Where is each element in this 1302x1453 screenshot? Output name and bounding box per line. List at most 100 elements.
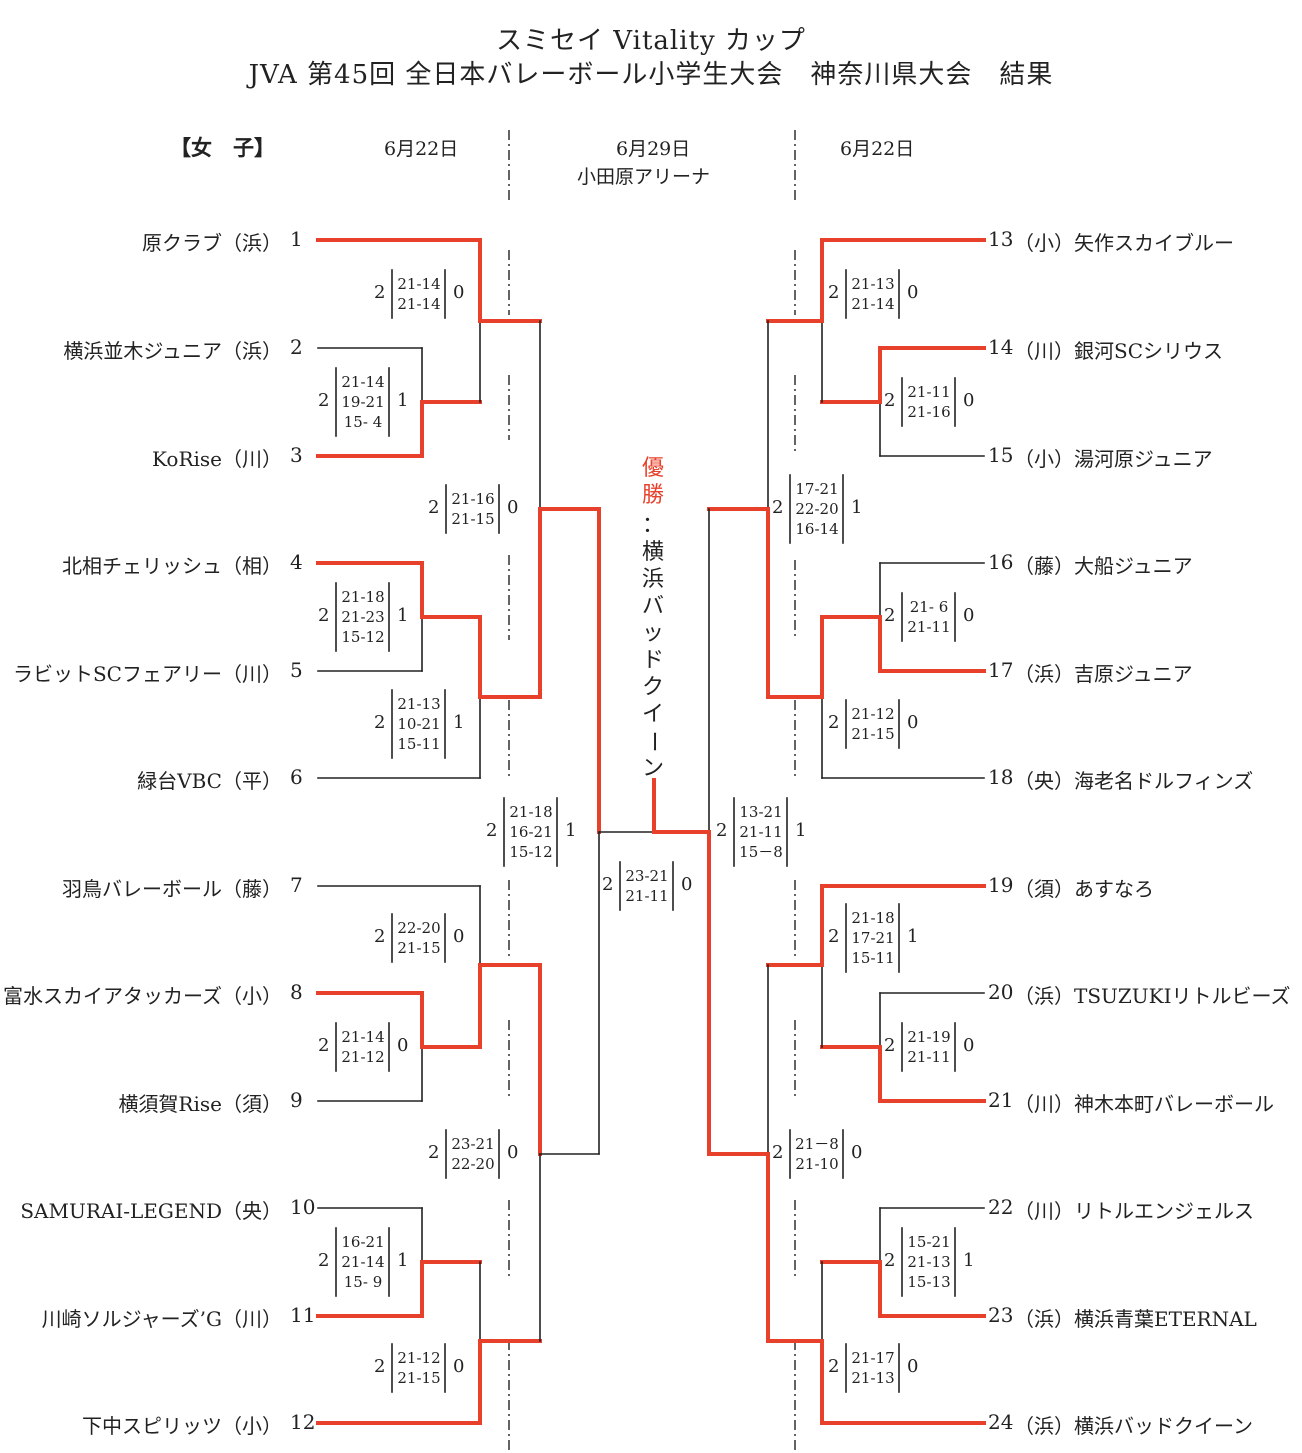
team-name-right: （川）神木本町バレーボール bbox=[1014, 1092, 1274, 1116]
set-score: 21- 6 bbox=[909, 598, 949, 616]
match-wins-left: 2 bbox=[318, 605, 330, 626]
match-wins-right: 0 bbox=[907, 282, 919, 303]
match-wins-right: 0 bbox=[397, 1035, 409, 1056]
set-score: 15-21 bbox=[907, 1233, 951, 1251]
set-score: 21-13 bbox=[397, 695, 441, 713]
match-wins-right: 1 bbox=[397, 1250, 409, 1271]
match-wins-left: 2 bbox=[374, 1356, 386, 1377]
set-score: 21-16 bbox=[451, 490, 495, 508]
team-seed-left: 3 bbox=[290, 443, 303, 467]
date-right: 6月22日 bbox=[840, 138, 915, 160]
team-seed-left: 1 bbox=[290, 227, 303, 251]
team-name-left: 緑台VBC（平） bbox=[137, 769, 282, 793]
set-score: 21-14 bbox=[341, 1253, 385, 1271]
team-seed-left: 7 bbox=[290, 873, 303, 897]
set-score: 15-11 bbox=[397, 735, 441, 753]
team-seed-left: 12 bbox=[290, 1410, 316, 1434]
match-wins-right: 0 bbox=[963, 605, 975, 626]
match-wins-right: 0 bbox=[851, 1142, 863, 1163]
team-name-right: （浜）横浜青葉ETERNAL bbox=[1014, 1307, 1257, 1331]
set-score: 16-21 bbox=[341, 1233, 385, 1251]
match-wins-right: 0 bbox=[681, 874, 693, 895]
team-name-right: （川）銀河SCシリウス bbox=[1014, 339, 1224, 363]
match-wins-left: 2 bbox=[602, 874, 614, 895]
set-score: 21-12 bbox=[851, 705, 895, 723]
set-score: 15- 4 bbox=[343, 413, 383, 431]
set-score: 21-14 bbox=[397, 295, 441, 313]
team-seed-right: 13 bbox=[988, 227, 1014, 251]
team-seed-right: 20 bbox=[988, 980, 1014, 1004]
team-name-right: （小）矢作スカイブルー bbox=[1014, 231, 1234, 255]
team-seed-left: 4 bbox=[290, 550, 303, 574]
set-score: 21-18 bbox=[851, 909, 895, 927]
set-score: 21-15 bbox=[451, 510, 495, 528]
match-wins-left: 2 bbox=[884, 1250, 896, 1271]
match-wins-right: 1 bbox=[851, 497, 863, 518]
match-wins-left: 2 bbox=[374, 282, 386, 303]
set-score: 13-21 bbox=[739, 803, 783, 821]
set-score: 21-12 bbox=[397, 1349, 441, 1367]
set-score: 21-14 bbox=[397, 275, 441, 293]
set-score: 21-15 bbox=[397, 939, 441, 957]
team-seed-left: 6 bbox=[290, 765, 303, 789]
team-seed-left: 10 bbox=[290, 1195, 316, 1219]
set-score: 23-21 bbox=[451, 1135, 495, 1153]
team-name-right: （須）あすなろ bbox=[1014, 877, 1154, 901]
title-line-2: JVA 第45回 全日本バレーボール小学生大会 神奈川県大会 結果 bbox=[248, 60, 1054, 90]
team-seed-right: 16 bbox=[988, 550, 1014, 574]
match-wins-left: 2 bbox=[772, 497, 784, 518]
set-score: 17-21 bbox=[795, 480, 839, 498]
match-wins-left: 2 bbox=[318, 1035, 330, 1056]
set-score: 21-11 bbox=[739, 823, 783, 841]
set-score: 22-20 bbox=[451, 1155, 495, 1173]
set-score: 21-23 bbox=[341, 608, 385, 626]
team-seed-left: 8 bbox=[290, 980, 303, 1004]
date-center: 6月29日 bbox=[616, 138, 691, 160]
match-wins-right: 0 bbox=[453, 926, 465, 947]
set-score: 21-19 bbox=[907, 1028, 951, 1046]
match-wins-left: 2 bbox=[374, 712, 386, 733]
set-score: 21-16 bbox=[907, 403, 951, 421]
match-wins-right: 0 bbox=[963, 1035, 975, 1056]
match-wins-left: 2 bbox=[828, 926, 840, 947]
match-wins-left: 2 bbox=[828, 712, 840, 733]
team-name-left: 下中スピリッツ（小） bbox=[82, 1414, 282, 1438]
set-score: 21-13 bbox=[907, 1253, 951, 1271]
team-seed-right: 21 bbox=[988, 1088, 1014, 1112]
set-score: 21-15 bbox=[397, 1369, 441, 1387]
match-wins-left: 2 bbox=[772, 1142, 784, 1163]
team-name-left: 富水スカイアタッカーズ（小） bbox=[3, 984, 282, 1008]
team-name-left: SAMURAI-LEGEND（央） bbox=[20, 1199, 282, 1223]
set-score: 21-14 bbox=[851, 295, 895, 313]
team-name-left: 北相チェリッシュ（相） bbox=[62, 554, 282, 578]
set-score: 17-21 bbox=[851, 929, 895, 947]
set-score: 22-20 bbox=[397, 919, 441, 937]
team-seed-right: 17 bbox=[988, 658, 1014, 682]
set-score: 15－8 bbox=[739, 843, 783, 861]
match-wins-right: 1 bbox=[453, 712, 465, 733]
team-name-right: （央）海老名ドルフィンズ bbox=[1014, 769, 1254, 793]
team-name-left: 横浜並木ジュニア（浜） bbox=[63, 339, 282, 363]
team-name-left: 川崎ソルジャーズ’G（川） bbox=[41, 1307, 282, 1331]
set-score: 21-18 bbox=[341, 588, 385, 606]
set-score: 15-13 bbox=[907, 1273, 951, 1291]
team-seed-right: 18 bbox=[988, 765, 1014, 789]
set-score: 15-12 bbox=[509, 843, 553, 861]
team-seed-right: 24 bbox=[988, 1410, 1014, 1434]
set-score: 21-13 bbox=[851, 275, 895, 293]
team-seed-left: 11 bbox=[290, 1303, 316, 1327]
date-left: 6月22日 bbox=[384, 138, 459, 160]
set-score: 21-14 bbox=[341, 1028, 385, 1046]
set-score: 21-14 bbox=[341, 373, 385, 391]
set-score: 21-15 bbox=[851, 725, 895, 743]
match-wins-left: 2 bbox=[828, 1356, 840, 1377]
match-wins-right: 1 bbox=[397, 605, 409, 626]
team-name-right: （小）湯河原ジュニア bbox=[1014, 447, 1213, 471]
set-score: 21－8 bbox=[795, 1135, 839, 1153]
match-wins-right: 1 bbox=[397, 390, 409, 411]
match-wins-left: 2 bbox=[884, 390, 896, 411]
set-score: 21-13 bbox=[851, 1369, 895, 1387]
team-name-right: （浜）TSUZUKIリトルビーズ bbox=[1014, 984, 1291, 1008]
match-wins-left: 2 bbox=[374, 926, 386, 947]
